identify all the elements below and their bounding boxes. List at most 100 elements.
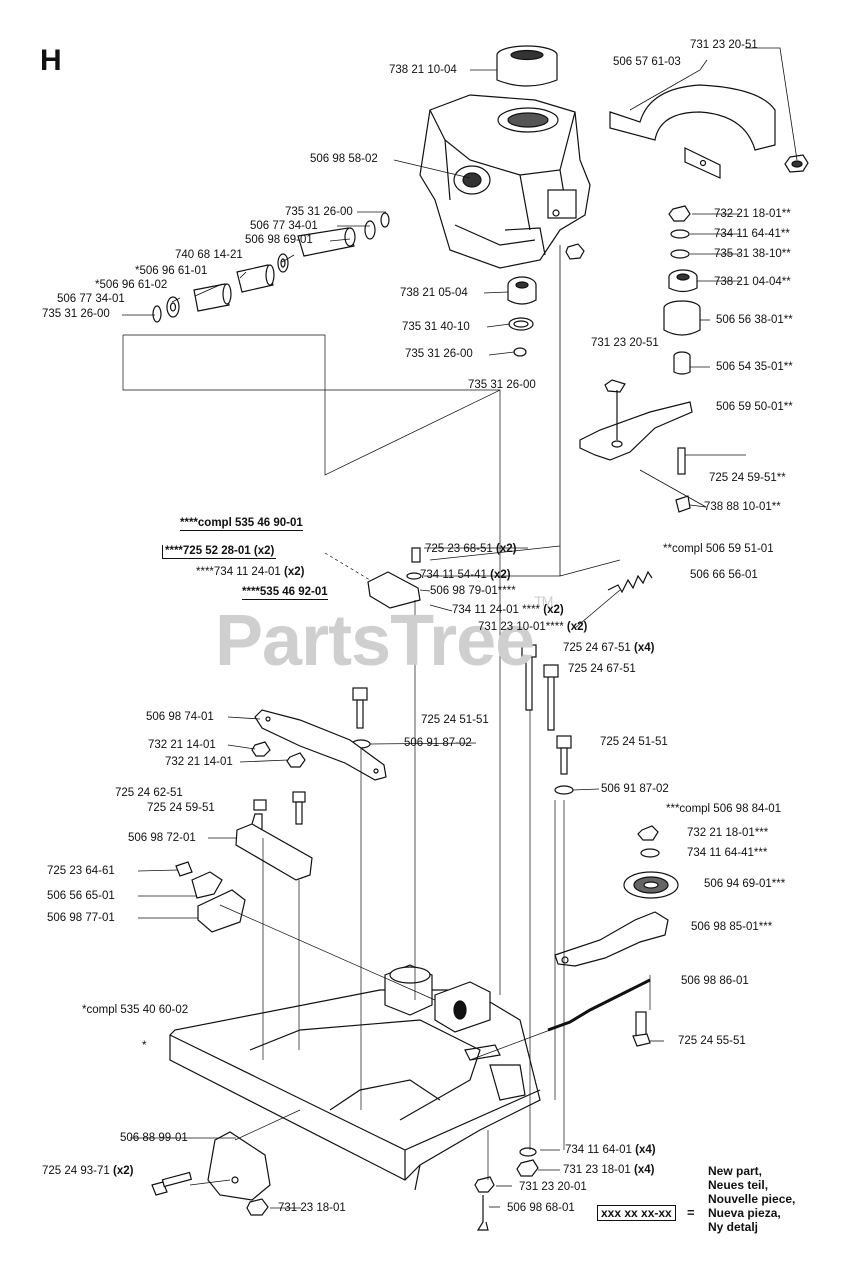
part-label: 506 57 61-03 — [613, 56, 681, 68]
quantity: (x2) — [543, 604, 564, 616]
part-label: 732 21 14-01 — [165, 756, 233, 768]
part-label: 506 88 99-01 — [120, 1132, 188, 1144]
part-label: 506 91 87-02 — [601, 783, 669, 795]
front-bracket-drawing — [151, 1131, 271, 1216]
bearing-738-05-drawing — [507, 276, 537, 305]
part-label: 725 24 67-51 — [568, 663, 636, 675]
part-label: 506 66 56-01 — [690, 569, 758, 581]
part-label: 734 11 24-01 **** (x2) — [452, 604, 564, 617]
part-number: 734 11 54-41 — [420, 569, 487, 581]
part-label: 735 31 40-10 — [402, 321, 470, 333]
part-label: 725 24 51-51 — [421, 714, 489, 726]
part-number: 734 11 24-01 **** — [452, 604, 541, 616]
quantity: (x4) — [634, 642, 655, 654]
pulley-assembly-drawing — [547, 825, 679, 1047]
part-label: 506 56 38-01** — [716, 314, 793, 326]
part-label: 506 56 65-01 — [47, 890, 115, 902]
part-label: 725 24 59-51** — [709, 472, 786, 484]
part-label: 506 98 68-01 — [507, 1202, 575, 1214]
part-label: 738 21 10-04 — [389, 64, 457, 76]
part-number: 734 11 64-01 — [565, 1144, 632, 1156]
belt-bracket-drawing — [609, 84, 776, 179]
part-label: 506 94 69-01*** — [704, 878, 786, 890]
kit-label: *compl 535 40 60-02 — [82, 1004, 189, 1016]
quantity: (x2) — [496, 543, 517, 555]
part-label: 731 23 18-01 — [278, 1202, 346, 1214]
legend-line: Ny detalj — [708, 1220, 759, 1234]
part-label: 732 21 14-01 — [148, 739, 216, 751]
assembly-lines — [122, 334, 651, 1180]
part-number: ****734 11 24-01 — [196, 566, 281, 578]
legend-code-box: xxx xx xx-xx — [597, 1205, 676, 1221]
part-label: 738 21 04-04** — [714, 276, 791, 288]
right-column-parts-drawing — [579, 205, 701, 513]
part-label: 506 91 87-02 — [404, 737, 472, 749]
part-label: 725 24 59-51 — [147, 802, 215, 814]
spring-506-66-drawing — [607, 570, 653, 594]
part-label: 738 21 05-04 — [400, 287, 468, 299]
legend-equals: = — [687, 1205, 695, 1220]
part-label: 731 23 20-51 — [591, 337, 659, 349]
legend-line: New part, — [708, 1164, 763, 1178]
legend-line: Nueva pieza, — [708, 1206, 781, 1220]
part-label: 725 24 51-51 — [600, 736, 668, 748]
part-label: 732 21 18-01*** — [687, 827, 769, 839]
part-label: 735 31 26-00 — [285, 206, 353, 218]
watermark: PartsTreeTM — [215, 593, 553, 682]
part-label: 738 88 10-01** — [704, 501, 781, 513]
nut-gearbox-drawing — [565, 243, 585, 260]
quantity: (x2) — [490, 569, 511, 581]
quantity: (x2) — [113, 1165, 134, 1177]
part-label: 731 23 18-01 (x4) — [563, 1164, 654, 1177]
part-label: 506 77 34-01 — [250, 220, 318, 232]
lever-plate-drawing — [251, 709, 387, 781]
part-label: ****725 52 28-01 (x2) — [162, 545, 277, 559]
bottom-nuts-drawing — [474, 1147, 539, 1231]
legend-new-part: New part, Neues teil, Nouvelle piece, Nu… — [708, 1164, 795, 1234]
kit-label: ****compl 535 46 90-01 — [180, 517, 303, 531]
section-letter: H — [40, 44, 62, 77]
part-label: 506 98 58-02 — [310, 153, 378, 165]
part-label: 732 21 18-01** — [714, 208, 791, 220]
part-label: 506 98 85-01*** — [691, 921, 773, 933]
part-number: 725 23 68-51 — [425, 543, 493, 555]
part-number: 725 24 67-51 — [563, 642, 631, 654]
part-label: 725 24 93-71 (x2) — [42, 1165, 133, 1178]
part-label: 506 98 69-01 — [245, 234, 313, 246]
quantity: (x4) — [634, 1164, 655, 1176]
nut-731-drawing — [784, 154, 809, 173]
watermark-tm: TM — [534, 593, 553, 609]
part-label: 731 23 20-01 — [519, 1181, 587, 1193]
part-label: *506 96 61-02 — [95, 279, 168, 291]
part-number: 725 24 93-71 — [42, 1165, 110, 1177]
part-label: 725 24 62-51 — [115, 787, 183, 799]
block-drawing — [235, 791, 313, 881]
part-label: 735 31 26-00 — [468, 379, 536, 391]
part-label: 725 24 67-51 (x4) — [563, 642, 654, 655]
part-label: 740 68 14-21 — [175, 249, 243, 261]
part-label: 734 11 64-01 (x4) — [565, 1144, 656, 1157]
legend-line: Nouvelle piece, — [708, 1192, 796, 1206]
part-label: 506 98 77-01 — [47, 912, 115, 924]
part-label: 506 98 74-01 — [146, 711, 214, 723]
part-label: 731 23 20-51 — [690, 39, 758, 51]
part-label: 506 98 72-01 — [128, 832, 196, 844]
part-label: 734 11 54-41 (x2) — [420, 569, 511, 582]
part-label: 725 23 68-51 (x2) — [425, 543, 516, 556]
small-clip-drawing — [513, 347, 527, 357]
kit-label: ****535 46 92-01 — [242, 586, 328, 600]
part-label: 734 11 64-41*** — [687, 847, 768, 859]
gearbox-housing-drawing — [419, 94, 591, 269]
part-label: 506 98 86-01 — [681, 975, 749, 987]
part-number: 731 23 10-01**** — [478, 621, 564, 633]
switch-bracket-drawing — [175, 861, 246, 933]
part-label: 506 59 50-01** — [716, 401, 793, 413]
watermark-text: PartsTree — [215, 601, 535, 681]
quantity: (x2) — [284, 566, 305, 578]
part-label: 725 24 55-51 — [678, 1035, 746, 1047]
part-label: 725 23 64-61 — [47, 865, 115, 877]
main-frame-drawing — [169, 964, 541, 1191]
part-label: * — [142, 1040, 147, 1052]
shaft-assembly-drawing — [152, 212, 390, 323]
